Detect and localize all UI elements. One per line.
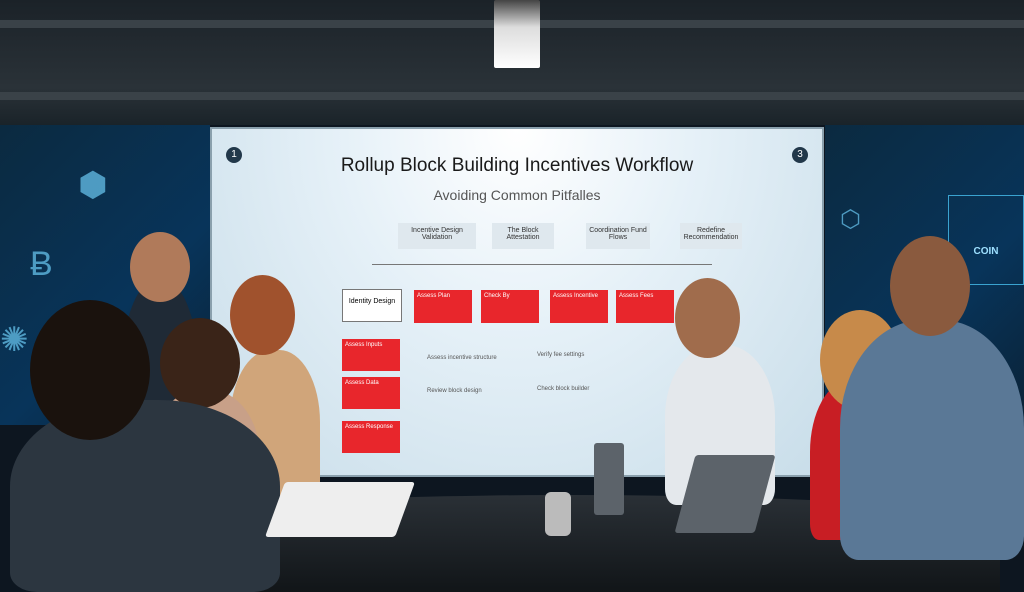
flow-connector [372, 264, 712, 265]
laptop [594, 443, 624, 515]
ceiling [0, 0, 1024, 125]
flow-box: Redefine Recommendation [680, 223, 742, 249]
red-step-box: Assess Data [342, 377, 400, 409]
cup [545, 492, 571, 536]
person-head [160, 318, 240, 408]
person [10, 400, 280, 592]
notebook [264, 482, 416, 537]
red-step-box: Assess Plan [414, 290, 472, 323]
person [840, 320, 1024, 560]
ceiling-beam [0, 92, 1024, 100]
bitcoin-icon: Ƀ [30, 245, 53, 283]
person-head [30, 300, 150, 440]
slide-title: Rollup Block Building Incentives Workflo… [340, 155, 694, 176]
flow-box: Incentive Design Validation [398, 223, 476, 249]
flow-box: The Block Attestation [492, 223, 554, 249]
network-icon: ✺ [0, 321, 29, 359]
person-head [675, 278, 740, 358]
note-text: Review block design [427, 388, 482, 394]
hexagon-icon: ⬡ [840, 206, 861, 233]
hexagon-icon: ⬢ [78, 166, 108, 204]
person-head [230, 275, 295, 355]
red-step-box: Assess Inputs [342, 339, 400, 371]
red-step-box: Assess Fees [616, 290, 674, 323]
note-text: Check block builder [537, 386, 590, 392]
person-head [130, 232, 190, 302]
slide-marker-left: 1 [226, 147, 242, 163]
red-step-box: Assess Incentive [550, 290, 608, 323]
slide-marker-right: 3 [792, 147, 808, 163]
red-step-box: Assess Response [342, 421, 400, 453]
slide-subtitle: Avoiding Common Pitfalles [433, 187, 601, 203]
person-head [890, 236, 970, 336]
note-text: Assess incentive structure [427, 355, 497, 361]
flow-box: Coordination Fund Flows [586, 223, 650, 249]
note-text: Verify fee settings [537, 352, 585, 358]
ceiling-lamp [494, 0, 540, 68]
red-step-box: Check By [481, 290, 539, 323]
identity-box: Identity Design [342, 289, 402, 322]
